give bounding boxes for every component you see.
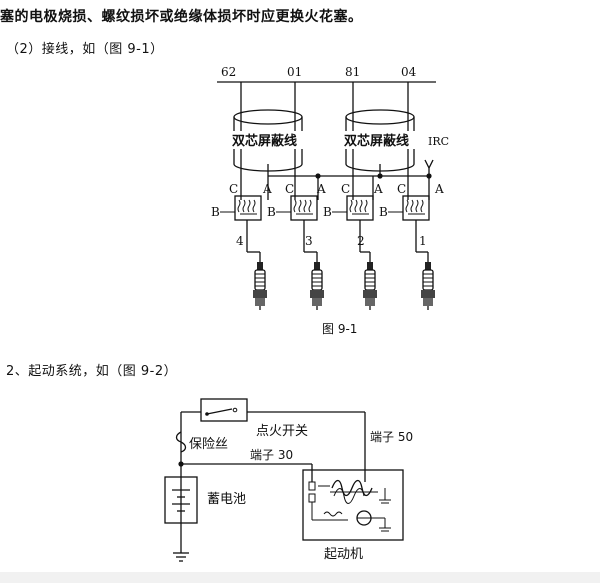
ignition-coil-4: C A B 4: [211, 182, 272, 311]
coil-a-label: A: [373, 182, 383, 196]
section-heading-wiring: （2）接线，如（图 9-1）: [6, 42, 164, 57]
starter-label: 起动机: [324, 547, 363, 562]
top-label-62: 62: [221, 65, 236, 79]
ignition-switch-label: 点火开关: [256, 424, 308, 439]
plug-number-4: 4: [236, 234, 244, 248]
coil-a-label: A: [434, 182, 444, 196]
irc-label: IRC: [428, 135, 449, 148]
battery: [164, 476, 198, 524]
coil-b-label: B: [211, 205, 220, 219]
terminal-50-label: 端子 50: [370, 430, 413, 444]
section-heading-starting-system: 2、起动系统，如（图 9-2）: [6, 364, 178, 379]
paragraph-text: 塞的电极烧损、螺纹损坏或绝缘体损坏时应更换火花塞。: [0, 9, 363, 25]
top-label-04: 04: [401, 65, 417, 79]
fuse-label: 保险丝: [189, 437, 228, 452]
ignition-coil-3: C A B 3: [267, 182, 326, 311]
figure-9-1: 62 01 81 04 双芯屏蔽线 双芯屏蔽线 IRC: [211, 65, 449, 336]
starter-motor: [302, 469, 404, 541]
coil-b-label: B: [323, 205, 332, 219]
coil-a-label: A: [316, 182, 326, 196]
shielded-cable-right: 双芯屏蔽线: [342, 109, 418, 172]
coil-c-label: C: [229, 182, 238, 196]
cable-label-left: 双芯屏蔽线: [232, 133, 297, 149]
coil-c-label: C: [285, 182, 294, 196]
fuse: [175, 431, 187, 453]
plug-number-2: 2: [357, 234, 365, 248]
figure-9-2: 点火开关 端子 50 保险丝 端子 30 蓄电池: [164, 398, 413, 562]
coil-a-label: A: [262, 182, 272, 196]
plug-number-3: 3: [305, 234, 313, 248]
battery-label: 蓄电池: [207, 492, 246, 507]
ignition-coil-1: C A B 1: [379, 182, 444, 311]
coil-b-label: B: [267, 205, 276, 219]
ignition-coil-2: C A B 2: [323, 182, 383, 311]
figure-9-1-caption: 图 9-1: [322, 322, 357, 336]
plug-number-1: 1: [419, 234, 427, 248]
page-bottom-bar: [0, 572, 600, 583]
top-label-81: 81: [345, 65, 360, 79]
cable-label-right: 双芯屏蔽线: [344, 133, 409, 149]
ignition-switch: [200, 398, 248, 422]
coil-c-label: C: [341, 182, 350, 196]
coil-c-label: C: [397, 182, 406, 196]
coil-b-label: B: [379, 205, 388, 219]
top-label-01: 01: [287, 65, 302, 79]
terminal-30-label: 端子 30: [250, 448, 293, 462]
